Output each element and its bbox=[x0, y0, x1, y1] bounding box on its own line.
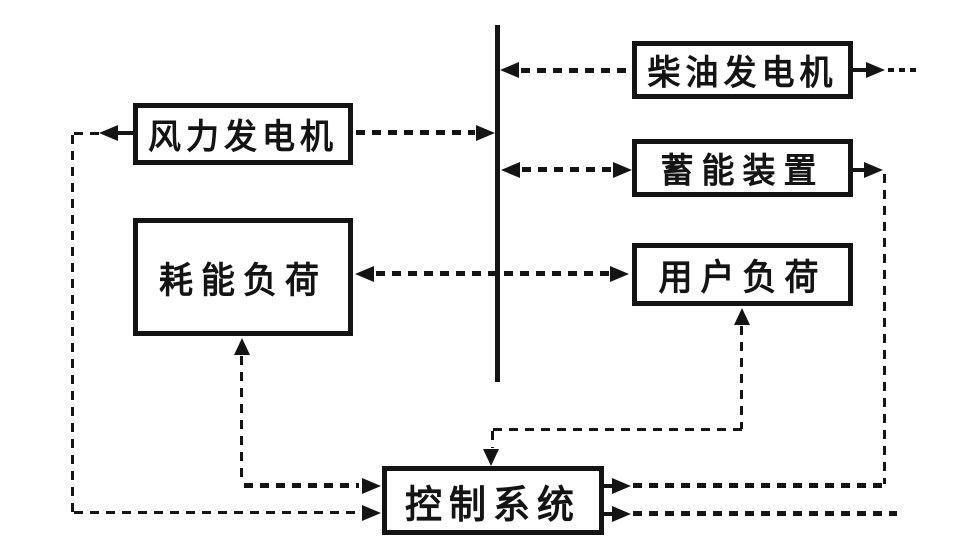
user-load-control-line-h bbox=[493, 428, 743, 431]
control-external-line bbox=[633, 511, 897, 516]
wind-control-line-h1 bbox=[74, 132, 99, 135]
wind-to-bus-arrowhead bbox=[476, 125, 495, 141]
storage-control-line-h bbox=[633, 483, 886, 488]
control-system-label: 控制系统 bbox=[405, 481, 581, 527]
storage-device-label: 蓄能装置 bbox=[660, 150, 825, 192]
dump-load-bottom-arrowhead bbox=[234, 338, 250, 355]
bus-storage-line bbox=[522, 167, 612, 172]
wind-control-arrowhead bbox=[99, 125, 118, 141]
user-load-label: 用户负荷 bbox=[658, 257, 827, 300]
user-load-control-line-v2 bbox=[491, 431, 494, 448]
user-load-bottom-arrowhead bbox=[734, 308, 750, 325]
bus-to-dump-load-arrowhead bbox=[355, 266, 374, 282]
wind-generator-box: 风力发电机 bbox=[133, 103, 353, 165]
storage-control-arrowhead bbox=[864, 162, 883, 178]
control-right-lower-arrowhead bbox=[612, 506, 631, 522]
wind-control-line-v bbox=[71, 135, 74, 512]
diesel-right-stub bbox=[853, 68, 868, 72]
bus-line bbox=[495, 25, 500, 382]
dump-load-box: 耗能负荷 bbox=[133, 218, 353, 336]
wind-generator-label: 风力发电机 bbox=[148, 116, 338, 158]
control-right-upper-arrowhead bbox=[612, 478, 631, 494]
wind-to-bus-line bbox=[356, 130, 475, 135]
storage-control-line-v bbox=[883, 174, 886, 484]
wind-left-stub bbox=[118, 131, 133, 135]
dump-load-label: 耗能负荷 bbox=[159, 259, 327, 302]
diesel-to-bus-arrowhead bbox=[500, 62, 519, 78]
control-top-arrowhead bbox=[483, 449, 499, 466]
bus-to-user-load-arrowhead bbox=[610, 266, 629, 282]
diesel-generator-box: 柴油发电机 bbox=[632, 41, 853, 99]
storage-device-box: 蓄能装置 bbox=[632, 139, 853, 197]
user-load-control-line-v1 bbox=[740, 326, 743, 429]
control-system-box: 控制系统 bbox=[382, 466, 604, 535]
bus-loads-line bbox=[376, 271, 609, 276]
control-left-lower-arrowhead bbox=[362, 505, 381, 521]
diesel-to-bus-line bbox=[521, 68, 632, 73]
dump-load-control-line-h bbox=[244, 483, 359, 488]
diesel-external-line bbox=[888, 68, 917, 72]
control-right-lower-stub bbox=[604, 512, 614, 516]
storage-to-bus-arrowhead bbox=[501, 162, 520, 178]
storage-right-stub bbox=[853, 168, 866, 172]
bus-to-storage-arrowhead bbox=[613, 162, 632, 178]
control-left-upper-arrowhead bbox=[362, 478, 381, 494]
control-right-upper-stub bbox=[604, 484, 614, 488]
diesel-generator-label: 柴油发电机 bbox=[647, 52, 838, 94]
dump-load-control-line-v bbox=[240, 356, 243, 484]
user-load-box: 用户负荷 bbox=[632, 243, 853, 306]
wind-control-line-h2 bbox=[74, 511, 359, 514]
diesel-right-arrowhead bbox=[866, 62, 885, 78]
